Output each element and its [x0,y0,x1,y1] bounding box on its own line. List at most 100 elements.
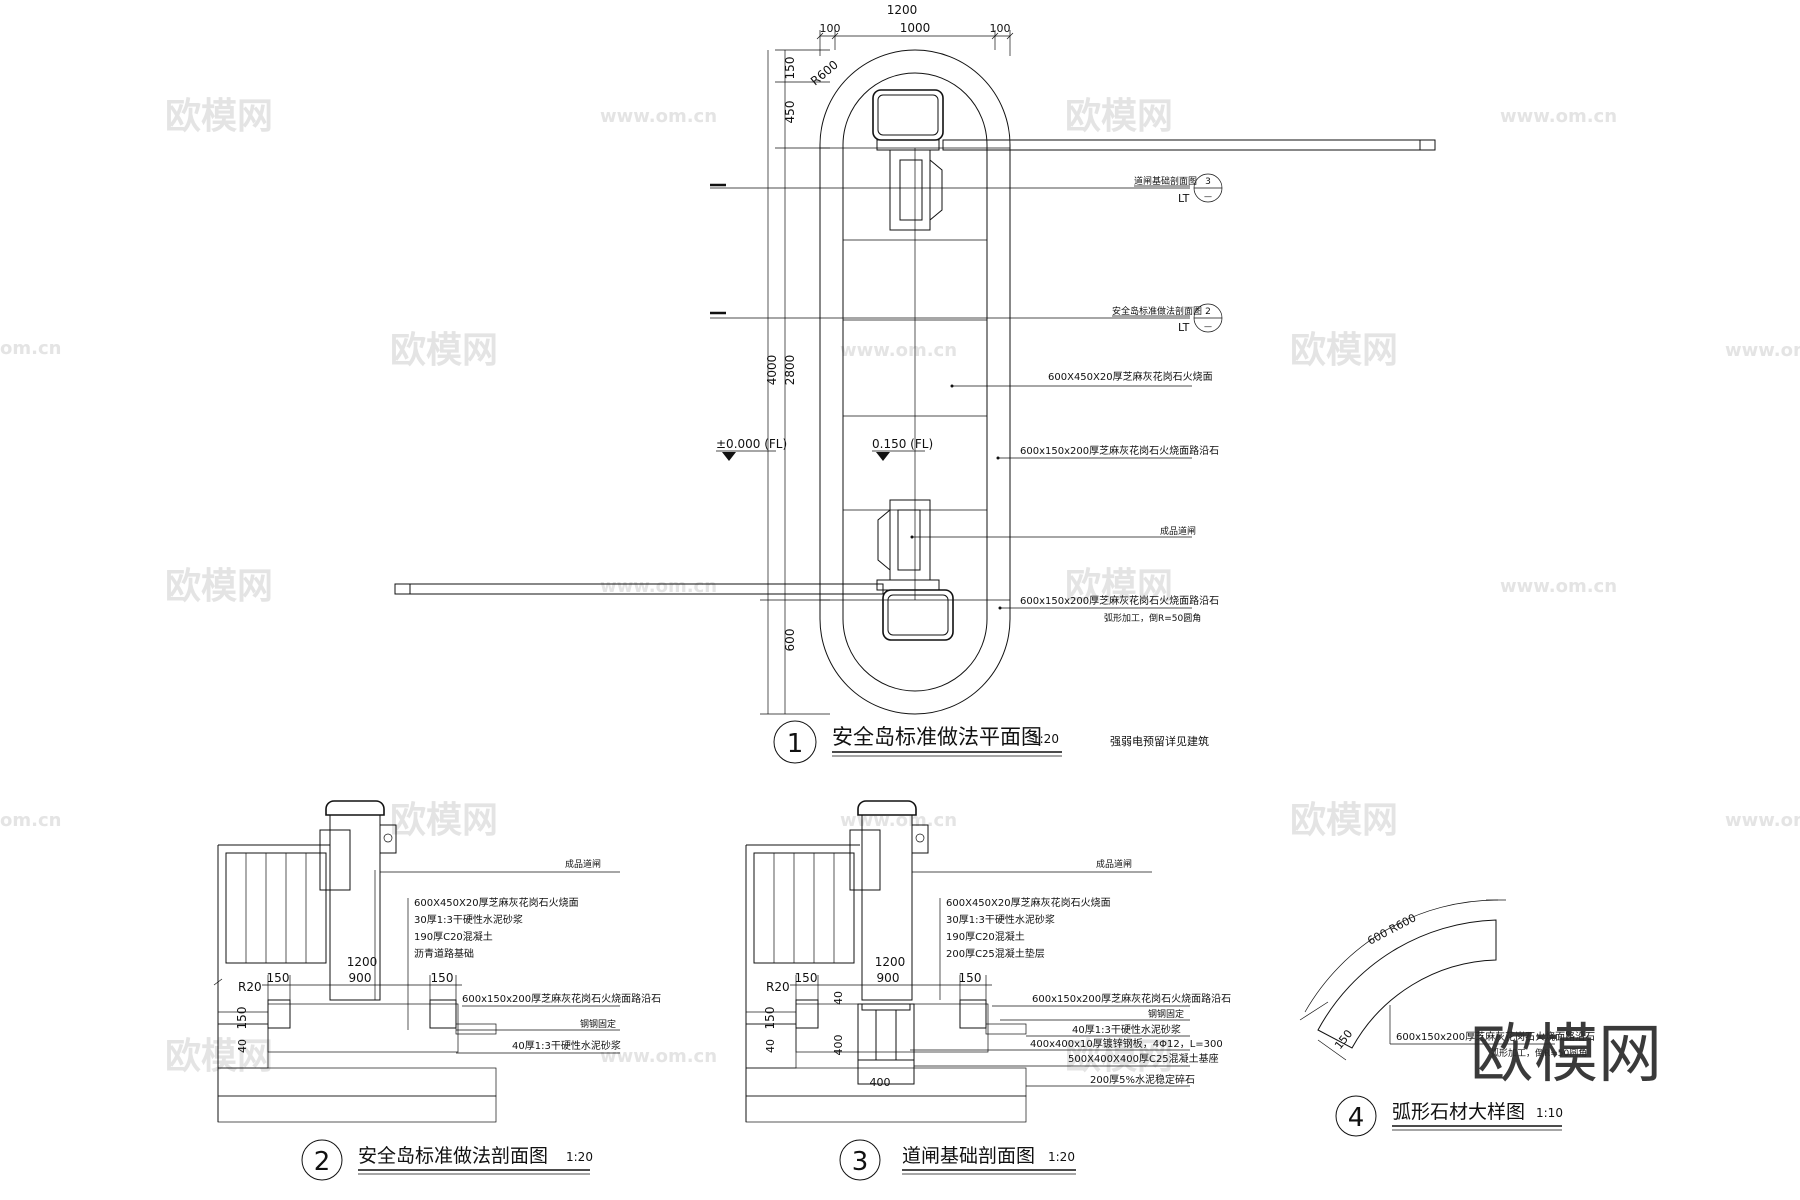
watermark-brand: 欧模网 [1290,330,1398,371]
watermark-brand: 欧模网 [1065,96,1173,137]
plan-title: 安全岛标准做法平面图 [832,725,1042,749]
sec3-dim-900: 900 [877,971,900,985]
watermark-brand: 欧模网 [390,330,498,371]
section-3-gate-body [745,800,929,1001]
barrier-gate-bottom [394,499,954,641]
sec3-dim-v400b: 400 [870,1076,891,1089]
plan-title-number: 1 [787,729,804,759]
sec2-label-5: 600x150x200厚芝麻灰花岗石火烧面路沿石 [462,992,661,1005]
section-2-dimensions: 1200 150 900 150 R20 150 40 [235,955,462,1053]
sec3-label-3: 190厚C20混凝土 [946,930,1025,943]
plan-scale: 1:20 [1032,732,1059,746]
sec2-label-6: 钢钢固定 [580,1018,616,1030]
section-2-gate-body [217,800,397,1001]
elevation-left-label: ±0.000 (FL) [716,437,787,451]
ref-gate-dash: — [1204,192,1212,201]
detail4-title-number: 4 [1348,1103,1365,1133]
sec3-label-8: 400x400x10厚镀锌钢板，4Φ12，L=300 [1030,1037,1223,1050]
sec2-label-gate: 成品道闸 [565,858,601,870]
section-3-labels: 成品道闸 600X450X20厚芝麻灰花岗石火烧面 30厚1:3干硬性水泥砂浆 … [910,858,1231,1087]
sec2-title: 安全岛标准做法剖面图 [358,1145,548,1167]
detail4-title: 弧形石材大样图 [1392,1101,1525,1123]
section-cut-markers [710,183,1190,319]
sec2-label-7: 40厚1:3干硬性水泥砂浆 [512,1039,621,1052]
watermark-url: www.om.cn [1500,576,1617,597]
sec3-dim-1200: 1200 [875,955,906,969]
section-3-foundation-block [857,1003,915,1085]
section-2-title-block: 2 安全岛标准做法剖面图 1:20 [301,1139,593,1181]
watermark-brand: 欧模网 [165,96,273,137]
watermark-url: om.cn [0,338,61,359]
sec3-dim-v400: 400 [832,1035,845,1056]
arc-stone-outline [1317,919,1497,1049]
sec2-label-3: 190厚C20混凝土 [414,930,493,943]
callout-gate-section: 道闸基础剖面图 [1134,175,1197,187]
dim-2800-label: 2800 [783,355,797,386]
section-3-dimensions: 1200 150 900 150 R20 150 40 400 40 400 [763,955,992,1089]
sec3-dim-150b: 150 [959,971,982,985]
sec2-label-2: 30厚1:3干硬性水泥砂浆 [414,913,523,926]
sec3-label-9: 500X400X400厚C25混凝土基座 [1068,1052,1219,1065]
watermark-brand: 欧模网 [390,800,498,841]
ref-island-sheet: LT [1178,321,1190,334]
sec3-dim-v40b: 40 [764,1039,777,1053]
sec3-dim-150a: 150 [795,971,818,985]
watermark-url: www.om.cn [1725,810,1800,831]
callout-island-section: 安全岛标准做法剖面图 [1112,305,1202,317]
ref-gate-number: 3 [1205,177,1211,187]
island-outer-outline [819,49,1011,715]
ref-gate-sheet: LT [1178,192,1190,205]
callout-curb-mid: 600x150x200厚芝麻灰花岗石火烧面路沿石 [1020,444,1219,457]
plan-title-block: 1 安全岛标准做法平面图 1:20 强弱电预留详见建筑 [773,720,1209,764]
elevation-marker-left: ±0.000 (FL) [716,437,787,461]
sec2-dim-900: 900 [349,971,372,985]
section-3-steel-plate [861,1003,911,1011]
sec2-dim-150b: 150 [431,971,454,985]
section-3-gate-foundation: 1200 150 900 150 R20 150 40 400 40 400 成… [745,800,1231,1181]
sec3-title-number: 3 [852,1147,869,1177]
dim-1200-label: 1200 [887,3,918,17]
island-paving-joints [820,147,1010,601]
plan-note: 强弱电预留详见建筑 [1110,734,1209,748]
sec3-label-1: 600X450X20厚芝麻灰花岗石火烧面 [946,896,1111,909]
sec3-label-5: 600x150x200厚芝麻灰花岗石火烧面路沿石 [1032,992,1231,1005]
detail4-label2: 弧形加工，倒R=50圆角 [1490,1047,1587,1059]
dim-150-label: 150 [783,57,797,80]
dim-100-right-label: 100 [990,22,1011,35]
sec3-title: 道闸基础剖面图 [902,1145,1035,1167]
section-3-concrete [795,1003,989,1053]
dim-1000-label: 1000 [900,21,931,35]
watermark-layer: 欧模网 www.om.cn 欧模网 www.om.cn om.cn 欧模网 ww… [0,96,1800,1077]
detail-4-title-block: 4 弧形石材大样图 1:10 [1335,1095,1563,1137]
detail4-label: 600x150x200厚芝麻灰花岗石火烧面路沿石 [1396,1030,1595,1043]
detail4-scale: 1:10 [1536,1106,1563,1120]
watermark-url: om.cn [0,810,61,831]
ref-island-number: 2 [1205,307,1211,317]
sec2-label-1: 600X450X20厚芝麻灰花岗石火烧面 [414,896,579,909]
radius-r600-label: R600 [808,57,841,88]
sec3-dim-v40a: 40 [832,991,845,1005]
section-2-curb-right [429,999,457,1029]
sec2-dim-v150: 150 [235,1007,249,1030]
watermark-brand: 欧模网 [165,566,273,607]
watermark-brand: 欧模网 [1065,1036,1173,1077]
watermark-url: www.om.cn [600,1046,717,1067]
watermark-url: www.om.cn [840,340,957,361]
island-inner-outline [842,72,988,692]
dim-600-label: 600 [783,629,797,652]
watermark-url: www.om.cn [1725,340,1800,361]
barrier-gate-top [872,89,1436,231]
dim-450-label: 450 [783,101,797,124]
plan-top-dimensions: 1200 100 1000 100 [816,3,1014,56]
elevation-center-label: 0.150 (FL) [872,437,933,451]
sec2-scale: 1:20 [566,1150,593,1164]
sec3-label-7: 40厚1:3干硬性水泥砂浆 [1072,1023,1181,1036]
watermark-brand-large: 欧模网 [1470,1018,1662,1092]
sec2-label-4: 沥青道路基础 [414,947,474,960]
plan-left-dimensions: 150 450 4000 2800 600 R600 [760,49,841,715]
section-3-mortar [985,1023,1027,1035]
callout-curb-end-note: 弧形加工，倒R=50圆角 [1104,612,1201,624]
dim-4000-label: 4000 [765,355,779,386]
section-3-title-block: 3 道闸基础剖面图 1:20 [839,1139,1076,1181]
